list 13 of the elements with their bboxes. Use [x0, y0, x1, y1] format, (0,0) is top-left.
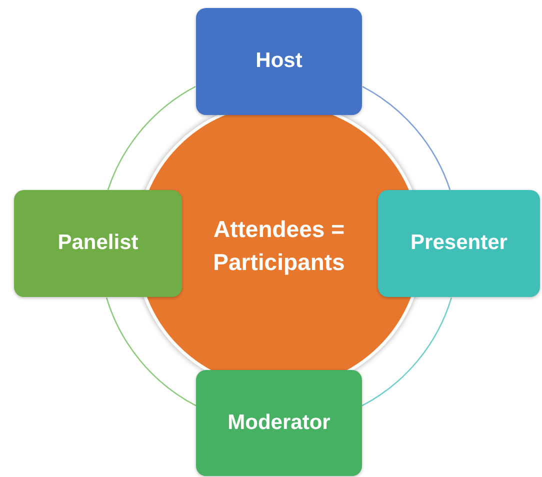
node-label: Presenter [410, 230, 508, 256]
connector-arc [107, 86, 196, 190]
connector-arc [106, 297, 196, 406]
node-label: Moderator [228, 410, 330, 436]
role-box [196, 8, 362, 115]
role-box [378, 190, 540, 297]
role-box [14, 190, 182, 297]
connector-arc [362, 297, 452, 406]
role-box [196, 370, 362, 476]
connector-arc [362, 86, 451, 190]
node-label: Host [256, 48, 302, 74]
node-label: Attendees = Participants [212, 214, 346, 277]
node-label: Panelist [58, 230, 138, 256]
